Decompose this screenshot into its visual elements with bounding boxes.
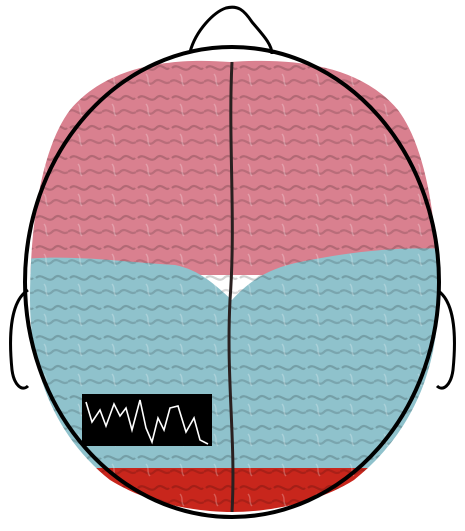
- eeg-panel: [82, 394, 212, 446]
